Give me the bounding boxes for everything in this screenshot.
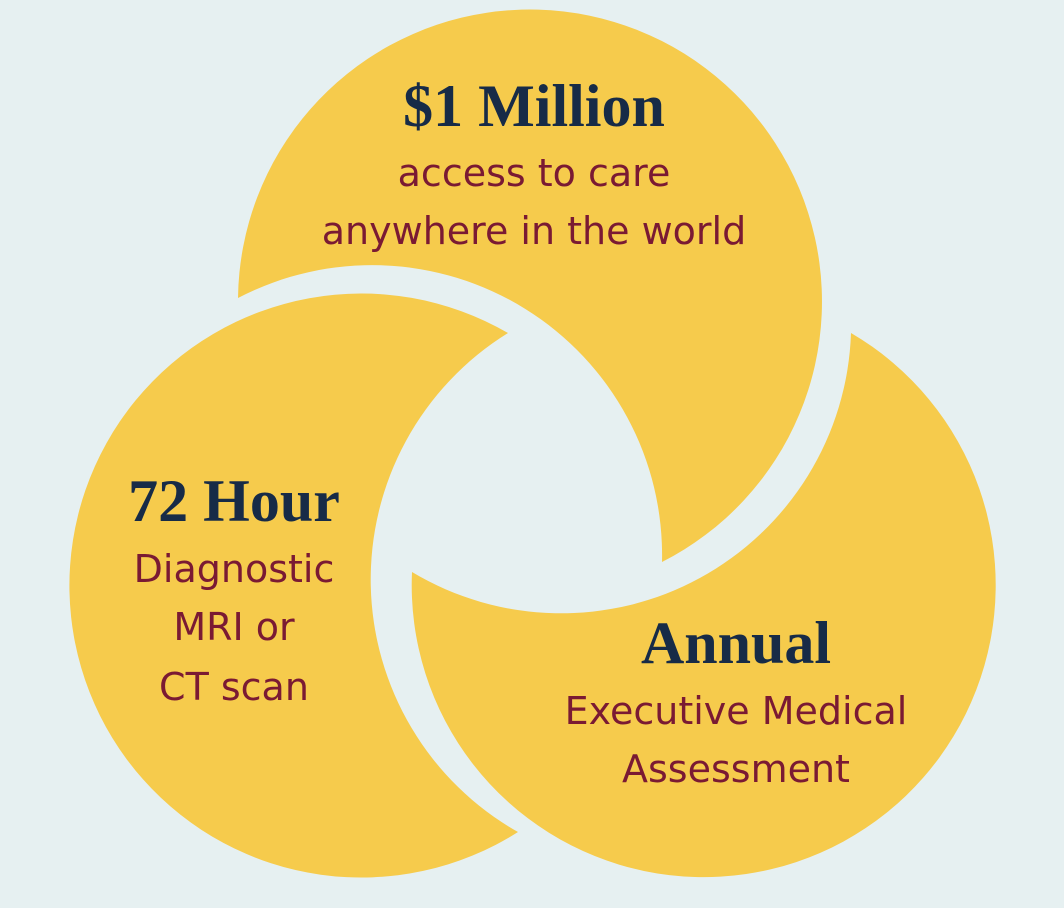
segment-left: 72 Hour Diagnostic MRI or CT scan xyxy=(69,293,518,878)
segment-left-headline: 72 Hour xyxy=(128,468,340,534)
segment-top-line-2: anywhere in the world xyxy=(322,209,746,253)
segment-top: $1 Million access to care anywhere in th… xyxy=(238,9,822,563)
segment-right-shape xyxy=(411,333,996,878)
segment-right-line-1: Executive Medical xyxy=(565,689,908,733)
segment-left-line-3: CT scan xyxy=(159,665,309,709)
segment-right: Annual Executive Medical Assessment xyxy=(411,333,996,878)
segment-left-line-2: MRI or xyxy=(173,605,295,649)
segment-top-headline: $1 Million xyxy=(403,73,665,139)
segment-top-shape xyxy=(238,9,822,563)
segment-left-shape xyxy=(69,293,518,878)
segment-right-line-2: Assessment xyxy=(622,747,850,791)
segment-top-line-1: access to care xyxy=(398,151,671,195)
segment-right-headline: Annual xyxy=(641,610,831,676)
segment-left-line-1: Diagnostic xyxy=(134,547,335,591)
